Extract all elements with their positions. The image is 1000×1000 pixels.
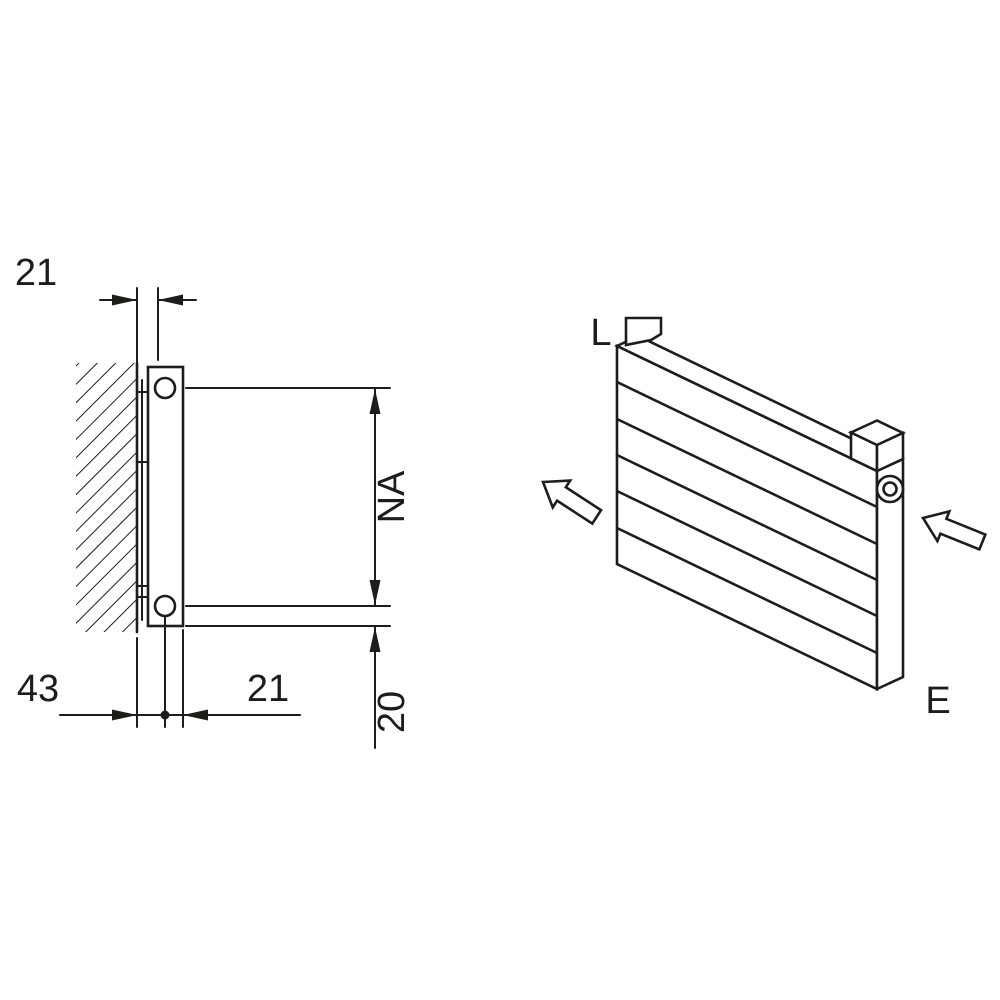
flow-arrow-left-icon xyxy=(541,479,603,526)
label-E: E xyxy=(925,680,950,722)
dim-center-dot xyxy=(160,710,170,720)
dim-label-43: 43 xyxy=(17,668,59,710)
mounting-bracket xyxy=(136,379,149,621)
dim-label-20: 20 xyxy=(371,691,413,733)
dim-arrow xyxy=(112,709,137,721)
flow-arrow-right-icon xyxy=(920,509,988,552)
dim-arrow xyxy=(369,389,381,414)
dim-label-top-21: 21 xyxy=(15,252,57,294)
label-L: L xyxy=(590,312,611,354)
dimension-top-21: 21 xyxy=(15,252,197,363)
dim-label-bottom-21: 21 xyxy=(247,668,289,710)
side-view: 21 43 21 NA 20 xyxy=(15,252,413,749)
dimension-20: 20 xyxy=(185,625,413,749)
dim-arrow xyxy=(183,709,208,721)
radiator-slats xyxy=(615,380,879,655)
dim-arrow xyxy=(112,294,137,306)
connection-port-inner xyxy=(882,481,898,497)
iso-view: L E xyxy=(541,312,988,722)
dim-label-na: NA xyxy=(371,470,413,523)
top-pipe-port xyxy=(153,376,177,400)
end-collector-header xyxy=(847,419,907,474)
dim-arrow xyxy=(158,294,183,306)
left-bracket-clip xyxy=(624,316,663,347)
bottom-pipe-port xyxy=(153,594,177,618)
wall-hatching xyxy=(76,363,137,632)
radiator-side-profile xyxy=(146,365,185,628)
dimension-bottom-43-21: 43 21 xyxy=(17,616,301,728)
dim-arrow xyxy=(369,580,381,605)
dim-arrow xyxy=(369,627,381,652)
dimension-na: NA xyxy=(185,387,413,607)
